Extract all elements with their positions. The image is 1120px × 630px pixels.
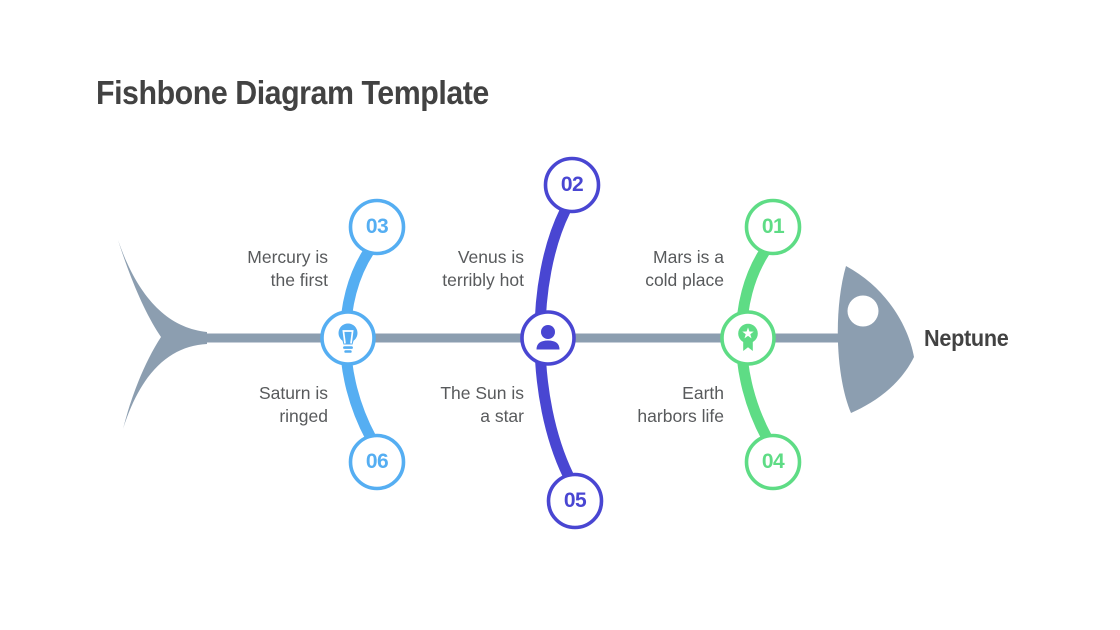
label-line: cold place	[645, 270, 724, 290]
node-number-01: 01	[761, 215, 785, 238]
node-circle-01	[744, 198, 802, 256]
label-line: a star	[480, 406, 524, 426]
lightbulb-icon	[338, 323, 358, 353]
node-number-03: 03	[365, 215, 389, 238]
page-title: Fishbone Diagram Template	[96, 74, 489, 111]
label-line: Venus is	[457, 247, 524, 267]
node-number-06: 06	[365, 450, 389, 473]
person-icon	[536, 325, 560, 350]
fish-tail	[118, 240, 207, 429]
label-line: Mars is a	[653, 247, 724, 267]
node-number-05: 05	[563, 489, 587, 512]
label-line: Saturn is	[258, 383, 328, 403]
label-venus: Venus is terribly hot	[442, 246, 524, 292]
node-circle-02	[543, 156, 601, 214]
label-earth: Earth harbors life	[637, 382, 724, 428]
node-number-02: 02	[560, 173, 584, 196]
label-line: Earth	[682, 383, 724, 403]
node-circle-03	[348, 198, 406, 256]
fish-eye	[847, 295, 879, 327]
label-line: the first	[270, 270, 328, 290]
head-label: Neptune	[924, 325, 1009, 351]
label-sun: The Sun is a star	[440, 382, 524, 428]
label-mercury: Mercury is the first	[247, 246, 328, 292]
label-line: The Sun is	[440, 383, 524, 403]
node-circle-05	[546, 472, 604, 530]
label-mars: Mars is a cold place	[645, 246, 724, 292]
label-line: harbors life	[637, 406, 724, 426]
label-saturn: Saturn is ringed	[259, 382, 328, 428]
fish-head	[837, 266, 914, 413]
node-circle-04	[744, 433, 802, 491]
label-line: Mercury is	[247, 247, 328, 267]
label-line: ringed	[279, 406, 328, 426]
award-icon	[738, 323, 758, 351]
node-number-04: 04	[761, 450, 785, 473]
label-line: terribly hot	[442, 270, 524, 290]
node-circle-06	[348, 433, 406, 491]
